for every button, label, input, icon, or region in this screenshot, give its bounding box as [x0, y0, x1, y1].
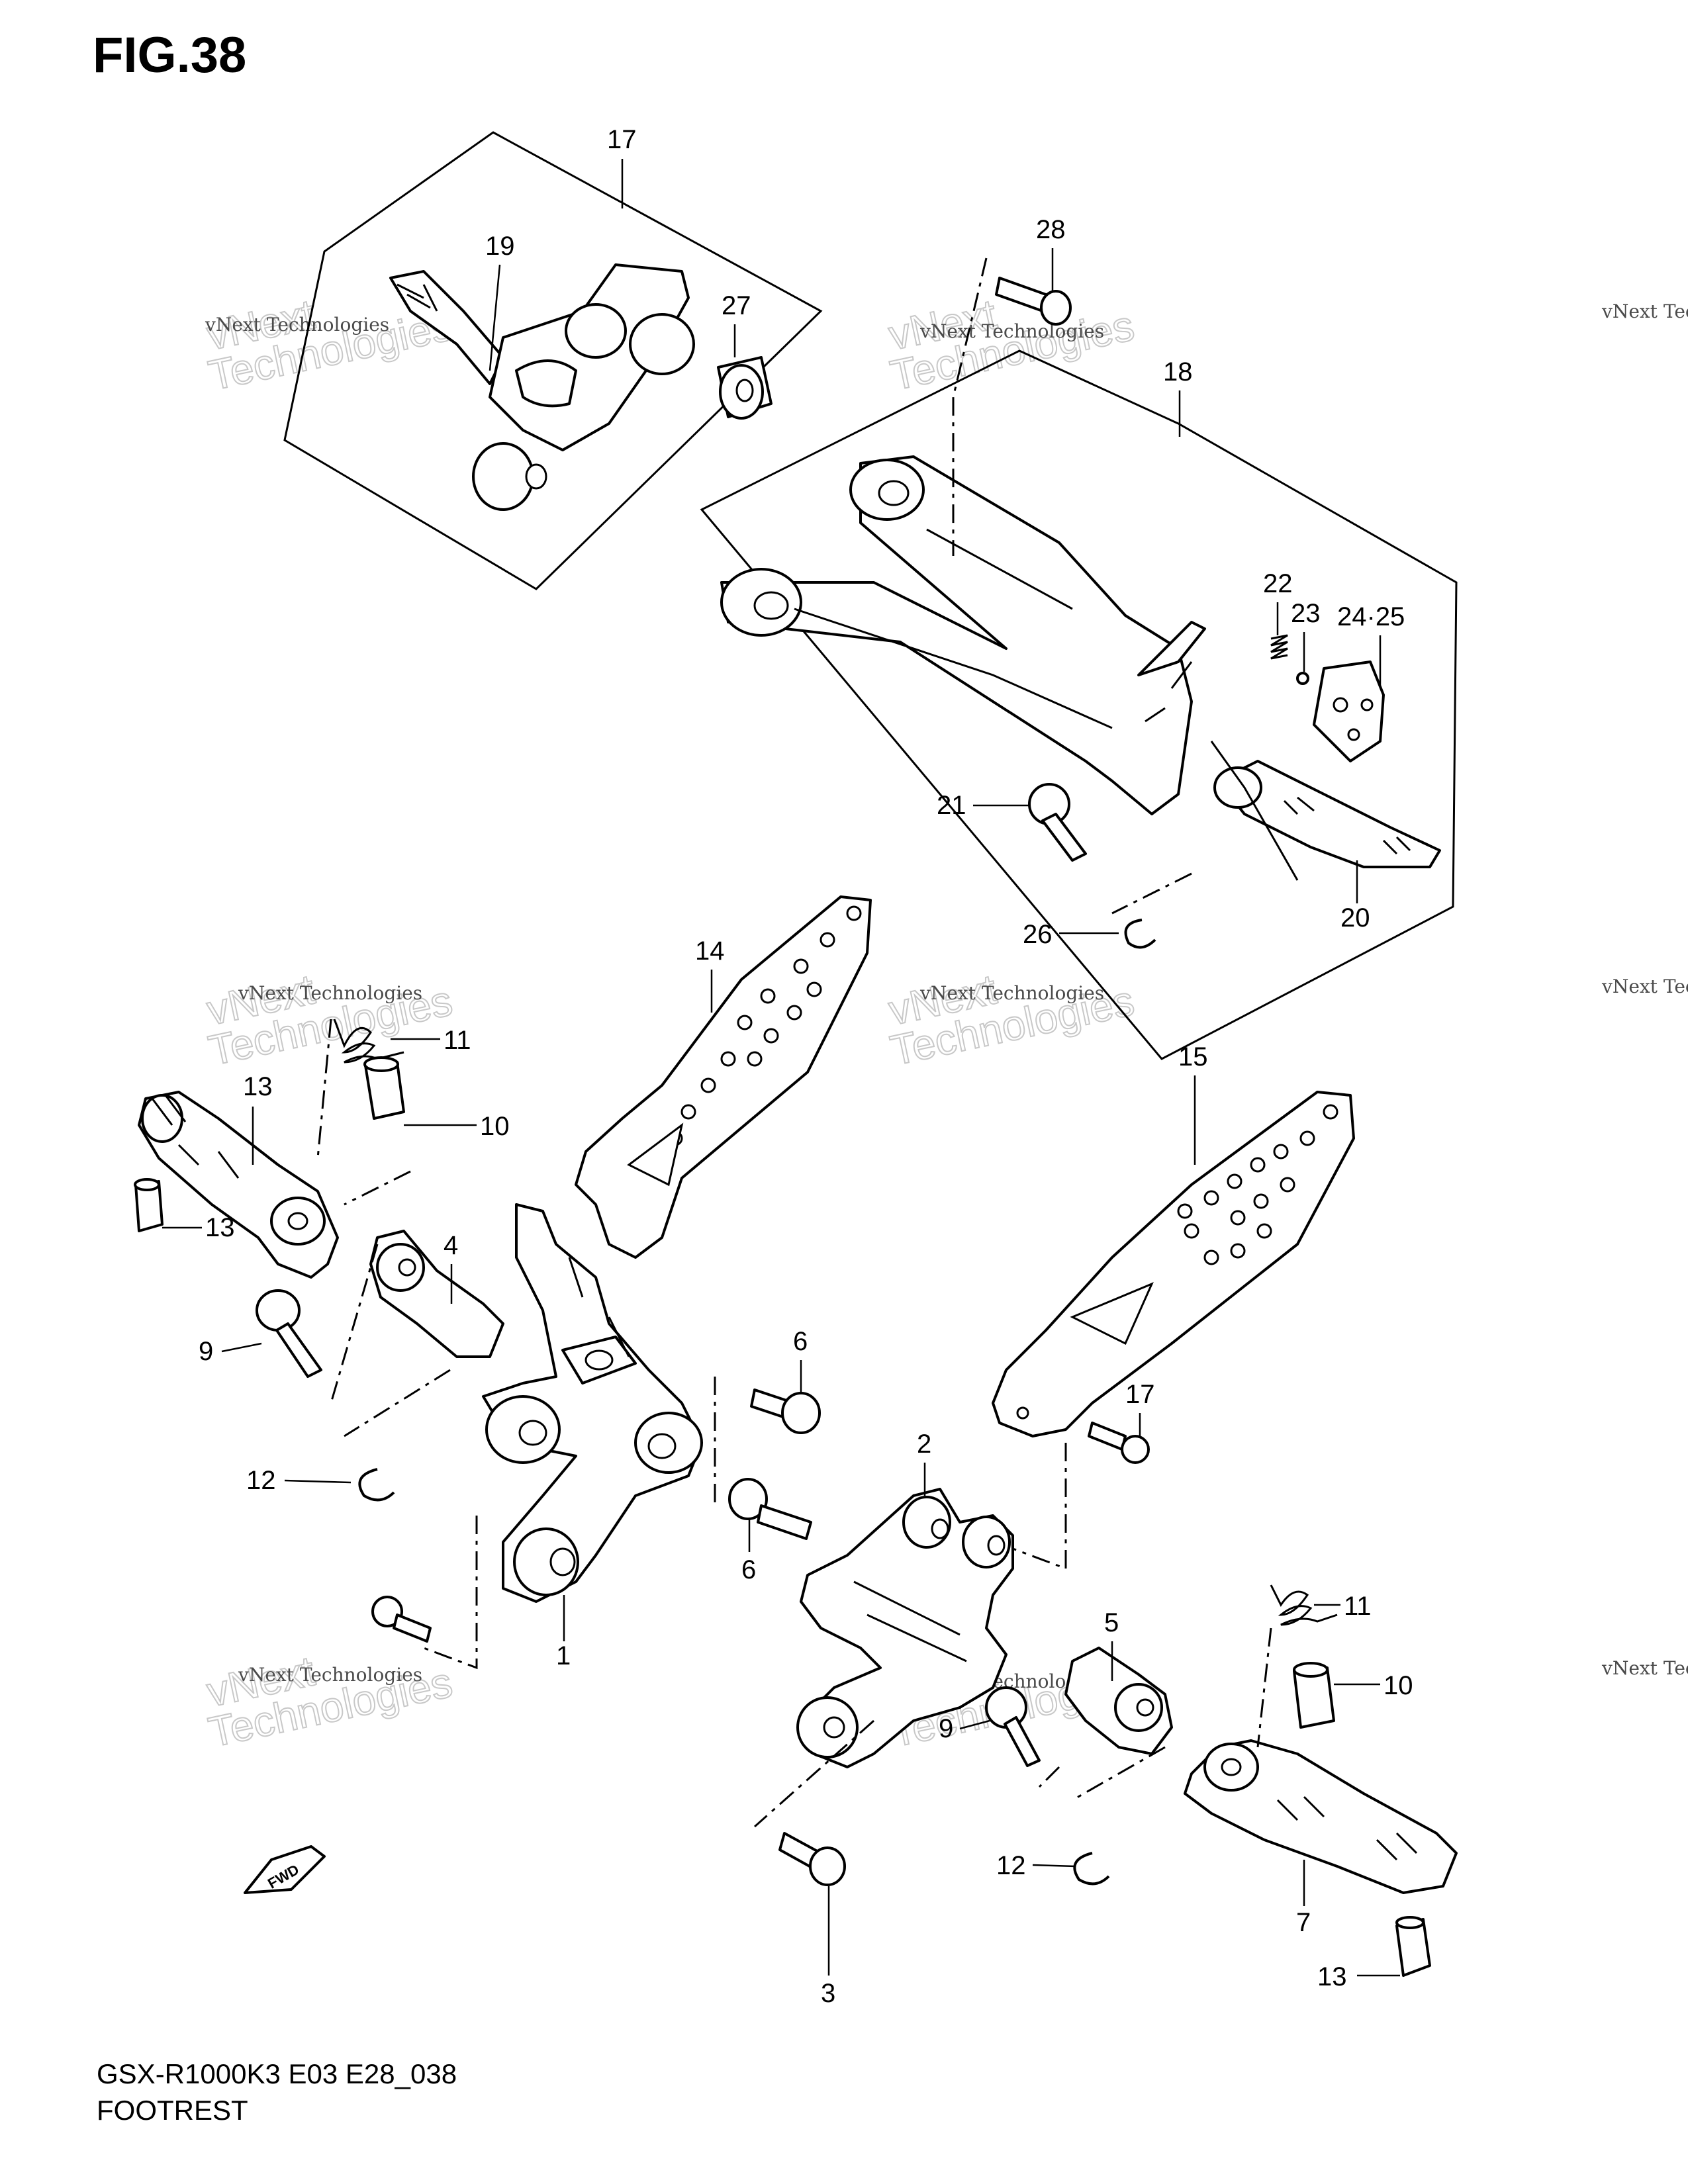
callout-9-right: 9 [939, 1714, 953, 1743]
callout-12-left: 12 [246, 1466, 276, 1495]
callout-24-25: 24·25 [1337, 602, 1405, 631]
callout-8: 7 [1296, 1908, 1311, 1937]
part-3-bolt [778, 1832, 846, 1886]
callout-7: 13 [243, 1072, 273, 1101]
callout-13-left: 13 [205, 1213, 235, 1242]
watermark-text: vNext Technologies [1601, 976, 1688, 997]
callout-21: 21 [937, 791, 966, 820]
model-code: GSX-R1000K3 E03 E28_038 [97, 2058, 457, 2089]
figure-title: FIG.38 [93, 27, 247, 83]
part-18-bracket [720, 455, 1206, 815]
callout-22: 22 [1263, 569, 1293, 598]
part-1-bracket [482, 1203, 703, 1603]
watermark-text: vNext Technologies [1601, 300, 1688, 322]
part-7-footrest [138, 1091, 339, 1279]
callout-15: 15 [1178, 1042, 1208, 1071]
callout-28: 28 [1036, 215, 1066, 244]
watermark-text: vNext Technologies [205, 314, 389, 336]
part-22-spring [1270, 634, 1288, 660]
part-13-bolt-left [134, 1178, 164, 1232]
callout-18: 18 [1163, 357, 1193, 387]
assembly-box-17 [283, 131, 823, 590]
callout-6-lower: 6 [741, 1555, 756, 1584]
callout-10-right: 10 [1383, 1671, 1413, 1700]
part-26-circlip [1124, 919, 1156, 949]
part-23-ball [1296, 672, 1309, 685]
part-11-spring-right [1270, 1584, 1338, 1626]
part-20-footrest [1210, 741, 1441, 881]
part-6-bolt-lower [728, 1478, 812, 1540]
callout-5: 5 [1104, 1608, 1119, 1637]
callout-11-left: 11 [444, 1026, 471, 1055]
callout-27: 27 [722, 291, 751, 320]
callout-16: 17 [1125, 1380, 1155, 1409]
watermark-text: vNext Technologies [919, 320, 1104, 342]
callouts: 17 19 27 28 18 22 23 24·25 21 20 26 14 1… [162, 125, 1413, 2008]
part-24-25-plate [1313, 660, 1385, 762]
callout-17: 17 [607, 125, 637, 154]
section-name: FOOTREST [97, 2095, 248, 2126]
part-10-bushing-right [1293, 1662, 1335, 1729]
part-12-circlip-right [1073, 1852, 1110, 1886]
callout-20: 20 [1340, 903, 1370, 933]
part-9-pin-right [985, 1686, 1041, 1767]
watermark-text: vNext Technologies [238, 982, 422, 1004]
callout-19: 19 [485, 232, 515, 261]
part-8-footrest [1184, 1739, 1458, 1894]
part-16-screw [1088, 1422, 1150, 1464]
callout-11-right: 11 [1344, 1592, 1372, 1621]
watermark-text: vNext Technologies [919, 982, 1104, 1004]
callout-13-right: 13 [1317, 1962, 1347, 1991]
callout-12-right: 12 [996, 1851, 1026, 1880]
callout-10-left: 10 [480, 1112, 510, 1141]
callout-4: 4 [444, 1231, 458, 1260]
part-4-adjuster [369, 1230, 504, 1358]
part-11-spring-left [333, 1019, 404, 1064]
watermark-text: vNext Technologies [1601, 1657, 1688, 1679]
callout-6-upper: 6 [793, 1327, 808, 1356]
callout-2: 2 [917, 1430, 931, 1459]
callout-14: 14 [695, 936, 725, 966]
part-14-heel-plate [575, 895, 872, 1259]
callout-9-left: 9 [199, 1337, 213, 1366]
part-5-adjuster [1064, 1647, 1173, 1755]
assembly-box-18 [700, 257, 1458, 1060]
forward-arrow-icon: FWD [244, 1845, 326, 1894]
part-2-bracket [796, 1488, 1014, 1768]
part-21-pin [1028, 783, 1087, 862]
part-6-bolt-upper [750, 1388, 821, 1434]
watermark-text: vNext Technologies [238, 1664, 422, 1686]
part-10-bushing-left [363, 1056, 405, 1120]
part-15-heel-plate [992, 1091, 1355, 1437]
callout-23: 23 [1291, 599, 1321, 628]
callout-1: 1 [556, 1641, 571, 1670]
callout-26: 26 [1023, 920, 1053, 949]
part-19-footrest [389, 263, 695, 511]
part-13-bolt-right [1395, 1916, 1431, 1977]
part-28-bolt [995, 277, 1072, 326]
screw-bottom-left [371, 1596, 432, 1643]
part-12-circlip-left [358, 1468, 395, 1502]
callout-3: 3 [821, 1979, 835, 2008]
part-9-pin-left [256, 1289, 322, 1378]
part-27-bushing [717, 356, 773, 420]
